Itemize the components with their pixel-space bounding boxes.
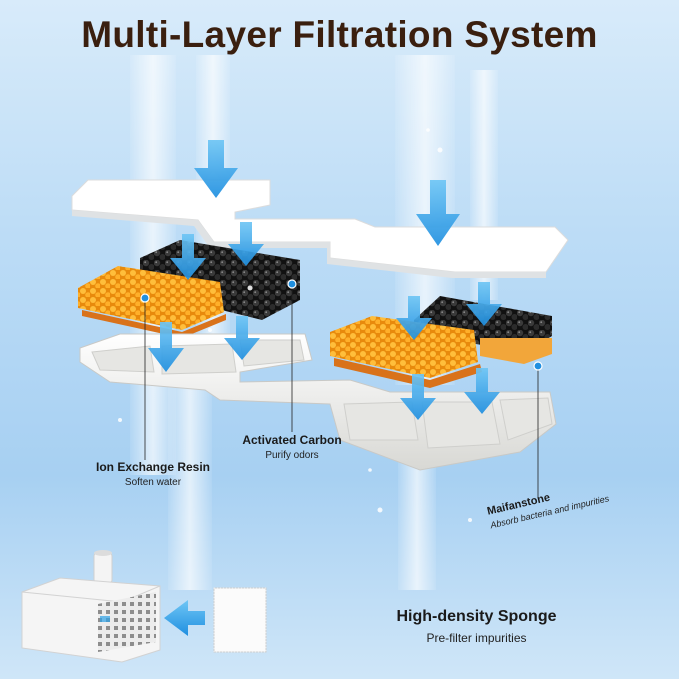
ion-exchange-resin-name: Ion Exchange Resin [95,460,211,474]
activated-carbon-label: Activated Carbon Purify odors [232,433,352,461]
activated-carbon-name: Activated Carbon [242,433,342,447]
sponge-icon [213,587,267,653]
water-droplets [118,128,472,522]
sponge-desc: Pre-filter impurities [426,631,527,645]
ion-exchange-resin-label: Ion Exchange Resin Soften water [78,460,228,488]
left-arrow-icon [164,600,205,636]
leader-dots [140,279,543,371]
activated-carbon-desc: Purify odors [265,450,319,461]
water-pump-icon [21,550,161,663]
sponge-label: High-density Sponge Pre-filter impuritie… [374,608,579,645]
ion-exchange-resin-desc: Soften water [124,477,182,488]
resin-layer-icon [78,266,552,388]
sponge-name: High-density Sponge [396,608,557,625]
page-title: Multi-Layer Filtration System [81,14,598,55]
filter-cover-icon [71,179,569,278]
water-stream-icon [130,55,498,590]
down-arrow-icon [148,140,502,420]
leader-lines [144,284,539,498]
